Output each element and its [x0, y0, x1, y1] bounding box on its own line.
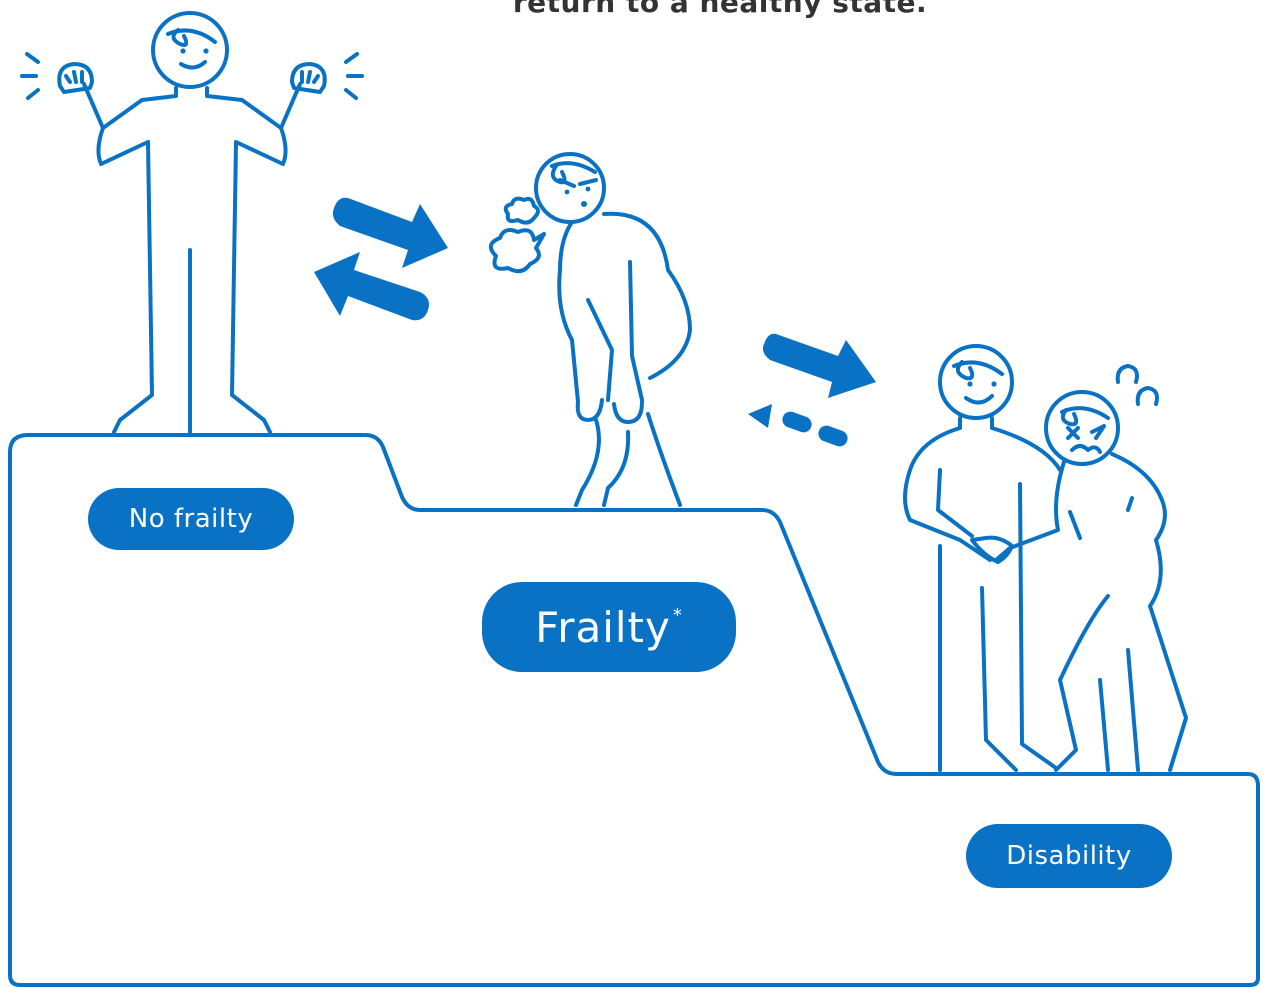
- clasped-hands: [970, 535, 1014, 564]
- dashed-return-arrow-icon: [748, 404, 848, 447]
- breath-puff-icon: [488, 196, 546, 274]
- sweat-drops-icon: [1115, 364, 1159, 406]
- bidirectional-arrows-icon: [314, 197, 448, 321]
- stage-label-text: Disability: [1006, 841, 1132, 871]
- footnote-marker: *: [672, 604, 683, 626]
- caregiver-person-icon: [903, 344, 1062, 772]
- disabled-person-icon: [994, 364, 1188, 772]
- caption-text: return to a healthy state.: [512, 0, 928, 19]
- stage-label-text: Frailty: [535, 602, 671, 652]
- frail-person-icon: [534, 152, 692, 507]
- energy-lines-icon: [20, 52, 364, 100]
- stage-label-disability: Disability: [966, 824, 1172, 888]
- stage-label-frailty: Frailty*: [482, 582, 736, 672]
- healthy-person-icon: [20, 11, 364, 434]
- forward-arrow-icon: [762, 333, 876, 398]
- staircase-outline: [8, 433, 1260, 987]
- stage-label-no-frailty: No frailty: [88, 488, 294, 550]
- stage-label-text: No frailty: [128, 504, 254, 534]
